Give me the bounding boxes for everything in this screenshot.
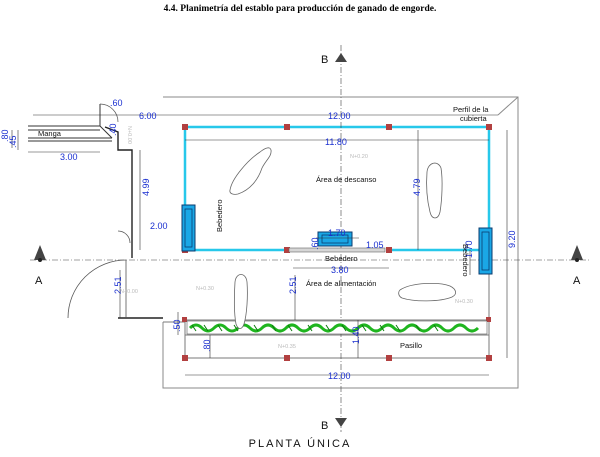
label-area-alimentacion: Área de alimentación <box>306 279 376 288</box>
level-alimentacion: N+0.30 <box>196 286 214 292</box>
page-title: 4.4. Planimetría del establo para produc… <box>163 4 437 14</box>
roof-outline <box>162 96 519 389</box>
level-labels: N+0.20 N+0.30 N+0.35 N+0.00 N+0.00 N+0.3… <box>120 126 473 350</box>
dim-manga-depth: 3.00 <box>60 152 78 162</box>
label-bebedero-right: Bebedero <box>461 244 470 277</box>
section-markers <box>34 53 583 427</box>
dimension-labels: 12.00 11.80 12.00 6.00 .60 .80 .45 3.00 … <box>0 98 517 381</box>
dim-top-inner: 11.80 <box>325 137 347 147</box>
interior-walls <box>163 250 490 359</box>
dim-door-top: .60 <box>110 98 123 108</box>
level-right: N+0.30 <box>455 299 473 305</box>
dim-corridor-a: .80 <box>202 339 212 352</box>
label-area-descanso: Área de descanso <box>316 175 376 184</box>
section-a-right: A <box>573 275 581 287</box>
dim-feed-base: 3.80 <box>331 265 349 275</box>
label-perfil-line2: cubierta <box>460 114 488 123</box>
dim-feed-depth: 2.51 <box>288 276 298 294</box>
dim-top-outer: 12.00 <box>328 111 351 121</box>
label-manga: Manga <box>38 129 62 138</box>
entrance-walls <box>67 126 163 319</box>
label-bebedero-center: Bebedero <box>325 254 358 263</box>
dim-manga-width: 6.00 <box>139 111 157 121</box>
dim-total-height: 9.20 <box>507 230 517 248</box>
dim-right-drink: 1.70 <box>464 240 474 258</box>
dim-entry-depth: 2.51 <box>113 276 123 294</box>
dim-bottom-outer: 12.00 <box>328 371 351 381</box>
label-bebedero-left: Bebedero <box>215 199 224 232</box>
feeding-trough <box>186 320 488 335</box>
section-b-top: B <box>321 54 328 66</box>
dim-left-wall: 4.99 <box>141 178 151 196</box>
section-a-left: A <box>35 275 43 287</box>
room-labels: Área de descanso Área de alimentación Pa… <box>38 105 489 350</box>
dim-feed-side: 1.05 <box>366 240 384 250</box>
level-manga: N+0.00 <box>126 126 132 144</box>
level-descanso: N+0.20 <box>350 154 368 160</box>
plan-footer-label: PLANTA ÚNICA <box>248 438 352 450</box>
dim-feed-width: 1.70 <box>328 228 346 238</box>
level-entrada: N+0.00 <box>120 289 138 295</box>
label-perfil-line1: Perfil de la <box>453 105 489 114</box>
manga-chute <box>28 125 113 142</box>
dimension-lines <box>11 114 508 376</box>
level-pasillo: N+0.35 <box>278 344 296 350</box>
dim-feed-height: .60 <box>310 237 320 250</box>
dim-rest-height: 4.79 <box>412 178 422 196</box>
dim-trough-gap: .50 <box>172 319 182 332</box>
water-troughs <box>181 204 493 275</box>
dim-bebedero-width: 2.00 <box>150 221 168 231</box>
dim-corridor-b: 1.40 <box>351 326 361 344</box>
section-letters: A A B B <box>35 54 581 432</box>
dim-manga-gap: .40 <box>108 123 118 136</box>
section-b-bottom: B <box>321 420 328 432</box>
dim-manga-h1: .80 <box>0 129 10 142</box>
cattle-outlines <box>229 147 456 329</box>
label-pasillo: Pasillo <box>400 341 422 350</box>
dim-manga-h2: .45 <box>8 135 18 148</box>
